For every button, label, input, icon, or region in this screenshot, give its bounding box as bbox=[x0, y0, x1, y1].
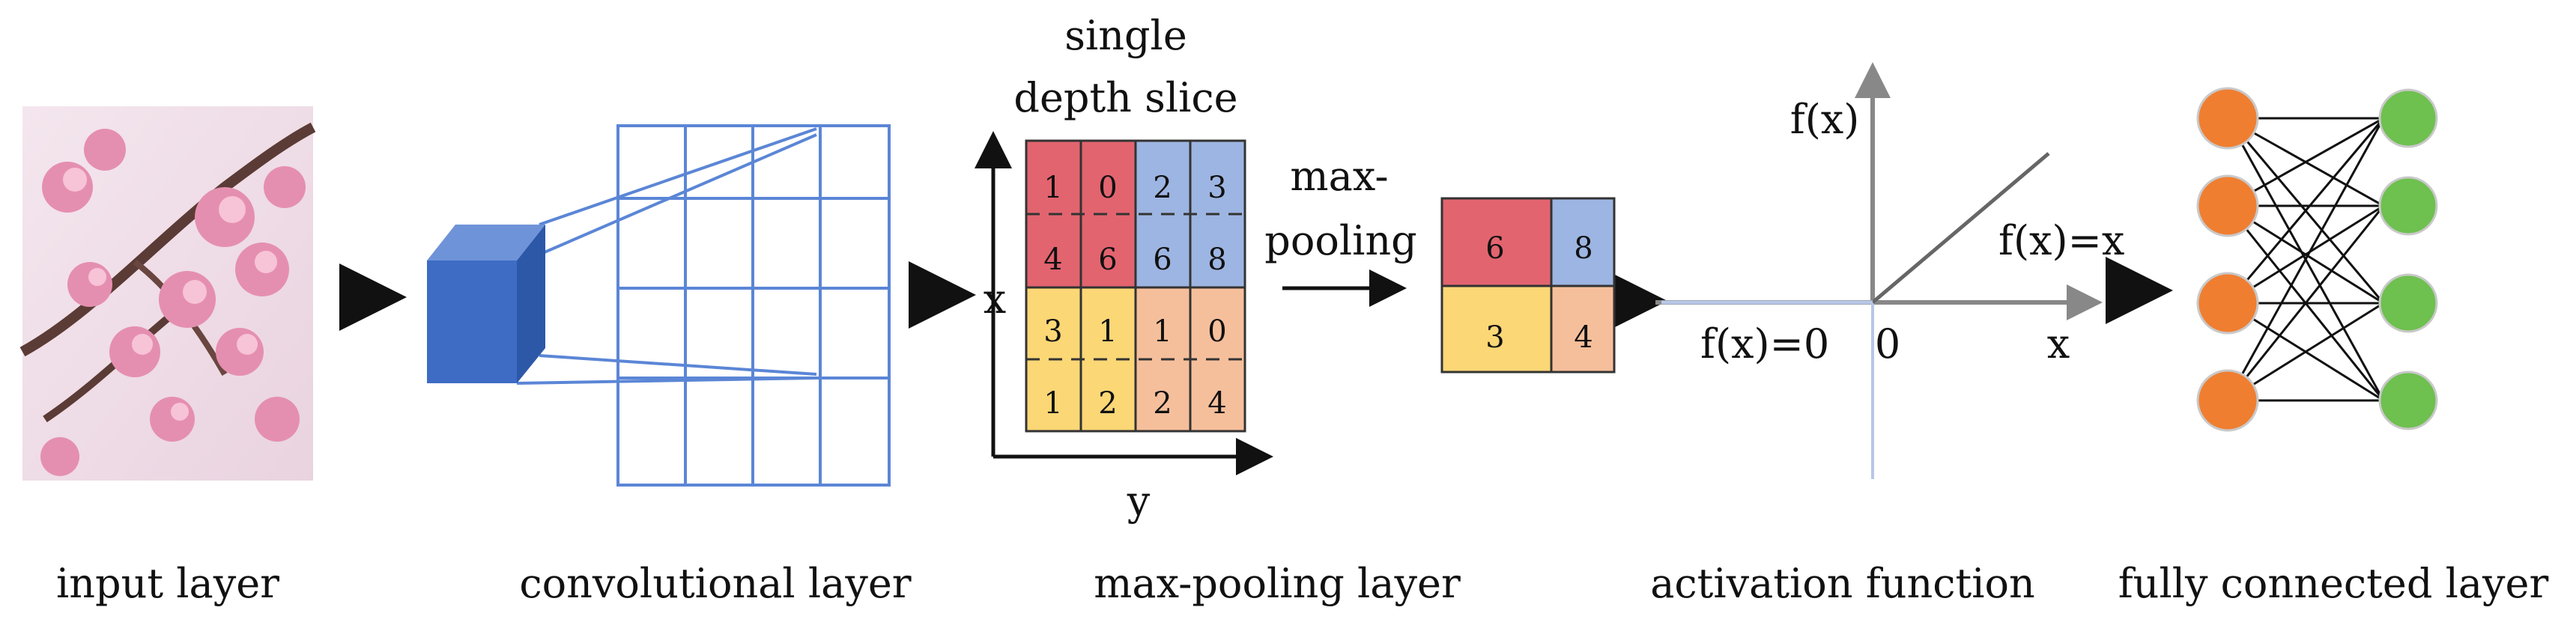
slice-cell: 1 bbox=[1043, 386, 1062, 421]
conv-grid bbox=[616, 124, 891, 487]
fc-input-nodes bbox=[2196, 87, 2259, 432]
fc-connections bbox=[2226, 117, 2385, 402]
slice-cell: 1 bbox=[1098, 314, 1117, 349]
fc-output-node bbox=[2378, 273, 2438, 333]
input-image bbox=[19, 106, 316, 481]
fc-input-node bbox=[2196, 87, 2259, 150]
caption-max-pooling-layer: max-pooling layer bbox=[1094, 560, 1461, 607]
slice-cell: 2 bbox=[1098, 386, 1117, 421]
fc-input-node bbox=[2196, 369, 2259, 432]
depth-slice-title-line1: single bbox=[1064, 12, 1187, 59]
fc-input-node bbox=[2196, 272, 2259, 335]
slice-cell: 6 bbox=[1098, 243, 1117, 277]
caption-activation-function: activation function bbox=[1650, 560, 2035, 607]
slice-cell: 8 bbox=[1207, 243, 1226, 277]
relu-positive-line bbox=[1871, 152, 2050, 304]
fc-output-node bbox=[2378, 88, 2438, 148]
activation-x-label: x bbox=[2047, 320, 2070, 368]
fc-output-node bbox=[2378, 176, 2438, 236]
activation-neg-label: f(x)=0 bbox=[1700, 320, 1829, 368]
activation-pos-label: f(x)=x bbox=[1998, 217, 2124, 264]
slice-y-axis-label: y bbox=[1127, 478, 1151, 525]
maxpooling-label-line2: pooling bbox=[1264, 217, 1416, 264]
slice-cell: 1 bbox=[1153, 314, 1172, 349]
caption-fully-connected-layer: fully connected layer bbox=[2118, 560, 2549, 607]
caption-convolutional-layer: convolutional layer bbox=[519, 560, 911, 607]
fc-output-node bbox=[2378, 371, 2438, 430]
pooled-cell: 8 bbox=[1574, 231, 1592, 266]
pooled-grid bbox=[1440, 197, 1616, 374]
pooled-cell: 6 bbox=[1485, 231, 1504, 266]
activation-plot bbox=[1655, 62, 2103, 479]
depth-slice-values: 1 0 2 3 4 6 6 8 3 1 1 0 1 2 2 4 bbox=[1043, 171, 1226, 421]
conv-kernel-cube bbox=[427, 225, 545, 383]
maxpooling-label-line1: max- bbox=[1290, 153, 1388, 200]
slice-x-axis-label: x bbox=[984, 275, 1006, 323]
slice-cell: 4 bbox=[1043, 243, 1062, 277]
pooled-cell: 4 bbox=[1574, 320, 1592, 355]
slice-cell: 2 bbox=[1153, 386, 1172, 421]
fc-output-nodes bbox=[2378, 88, 2438, 430]
conv-projection-lines bbox=[516, 127, 817, 385]
slice-cell: 3 bbox=[1043, 314, 1062, 349]
caption-input-layer: input layer bbox=[56, 560, 279, 607]
slice-cell: 3 bbox=[1207, 171, 1226, 205]
slice-cell: 6 bbox=[1153, 243, 1172, 277]
depth-slice-grid bbox=[1025, 139, 1246, 433]
slice-cell: 2 bbox=[1153, 171, 1172, 205]
depth-slice-title-line2: depth slice bbox=[1013, 74, 1237, 121]
activation-origin-label: 0 bbox=[1875, 320, 1900, 368]
pooled-cell: 3 bbox=[1485, 320, 1504, 355]
fc-input-node bbox=[2196, 174, 2259, 237]
slice-cell: 0 bbox=[1098, 171, 1117, 205]
slice-cell: 4 bbox=[1207, 386, 1226, 421]
slice-cell: 1 bbox=[1043, 171, 1062, 205]
activation-fx-label: f(x) bbox=[1790, 96, 1860, 143]
slice-cell: 0 bbox=[1207, 314, 1226, 349]
